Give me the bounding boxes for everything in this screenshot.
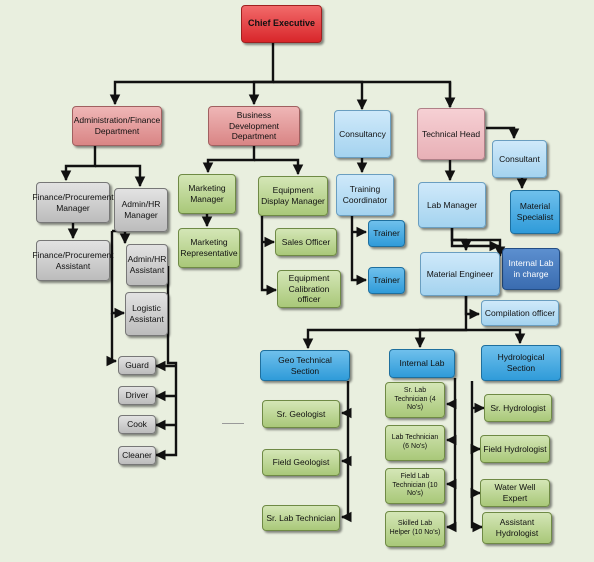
- connector: [95, 164, 146, 188]
- consultant-node[interactable]: Consultant: [492, 140, 547, 178]
- material-specialist-node[interactable]: Material Specialist: [510, 190, 560, 234]
- connector: [202, 145, 256, 174]
- field-geologist-node[interactable]: Field Geologist: [262, 449, 340, 476]
- marketing-manager-node[interactable]: Marketing Manager: [178, 174, 236, 214]
- cleaner-node[interactable]: Cleaner: [118, 446, 156, 465]
- assistant-hydrologist-node[interactable]: Assistant Hydrologist: [482, 512, 552, 544]
- field-lab-technician-node[interactable]: Field Lab Technician (10 No's): [385, 468, 445, 504]
- admin-hr-manager-node[interactable]: Admin/HR Manager: [114, 188, 168, 232]
- finance-procurement-assistant-node[interactable]: Finance/Procurement Assistant: [32, 240, 114, 281]
- stray-line: [222, 423, 244, 424]
- connector: [273, 80, 368, 111]
- lab-manager-node[interactable]: Lab Manager: [418, 182, 486, 228]
- connector: [154, 266, 178, 461]
- field-hydrologist-node[interactable]: Field Hydrologist: [480, 435, 550, 463]
- connector: [260, 216, 278, 296]
- connector: [109, 42, 275, 106]
- driver-node[interactable]: Driver: [118, 386, 156, 405]
- admin-hr-assistant-node[interactable]: Admin/HR Assistant: [126, 244, 168, 286]
- hydrological-section-node[interactable]: Hydrological Section: [481, 345, 561, 381]
- business-development-department-node[interactable]: Business Development Department: [208, 106, 300, 146]
- cook-node[interactable]: Cook: [118, 415, 156, 434]
- sr-lab-technician-node[interactable]: Sr. Lab Technician (4 No's): [385, 382, 445, 418]
- connector: [445, 378, 457, 533]
- finance-procurement-manager-node[interactable]: Finance/Procurement Manager: [32, 182, 114, 223]
- connector: [450, 228, 501, 252]
- connector: [350, 215, 368, 286]
- technical-head-node[interactable]: Technical Head: [417, 108, 485, 160]
- connector: [464, 296, 481, 320]
- trainer-node-1[interactable]: Trainer: [368, 220, 405, 247]
- internal-lab-in-charge-node[interactable]: Internal Lab in charge: [502, 248, 560, 290]
- connector: [302, 296, 468, 350]
- training-coordinator-node[interactable]: Training Coordinator: [336, 174, 394, 216]
- sr-hydrologist-node[interactable]: Sr. Hydrologist: [484, 394, 552, 422]
- connector-lines: [60, 42, 528, 533]
- skilled-lab-helper-node[interactable]: Skilled Lab Helper (10 No's): [385, 511, 445, 547]
- consultancy-node[interactable]: Consultancy: [334, 110, 391, 158]
- connector: [486, 126, 520, 140]
- connector: [470, 381, 484, 533]
- connector: [110, 231, 126, 319]
- connector: [106, 313, 118, 367]
- admin-finance-department-node[interactable]: Administration/Finance Department: [72, 106, 162, 146]
- material-engineer-node[interactable]: Material Engineer: [420, 252, 500, 296]
- equipment-calibration-officer-node[interactable]: Equipment Calibration officer: [277, 270, 341, 308]
- connector: [248, 80, 273, 106]
- geo-technical-section-node[interactable]: Geo Technical Section: [260, 350, 350, 381]
- connector: [466, 328, 526, 345]
- internal-lab-section-node[interactable]: Internal Lab: [389, 349, 455, 378]
- chief-executive-node[interactable]: Chief Executive: [241, 5, 322, 43]
- guard-node[interactable]: Guard: [118, 356, 156, 375]
- connector: [60, 145, 97, 182]
- water-well-expert-node[interactable]: Water Well Expert: [480, 479, 550, 507]
- sr-lab-technician-geo-node[interactable]: Sr. Lab Technician: [262, 505, 340, 531]
- equipment-display-manager-node[interactable]: Equipment Display Manager: [258, 176, 328, 216]
- connector: [254, 158, 304, 176]
- sr-geologist-node[interactable]: Sr. Geologist: [262, 400, 340, 428]
- connector: [112, 229, 131, 245]
- connector: [340, 381, 352, 523]
- sales-officer-node[interactable]: Sales Officer: [275, 228, 337, 256]
- compilation-officer-node[interactable]: Compilation officer: [481, 300, 559, 326]
- logistic-assistant-node[interactable]: Logistic Assistant: [125, 292, 168, 336]
- connector: [414, 328, 466, 349]
- trainer-node-2[interactable]: Trainer: [368, 267, 405, 294]
- lab-technician-node[interactable]: Lab Technician (6 No's): [385, 425, 445, 461]
- marketing-representative-node[interactable]: Marketing Representative: [178, 228, 240, 268]
